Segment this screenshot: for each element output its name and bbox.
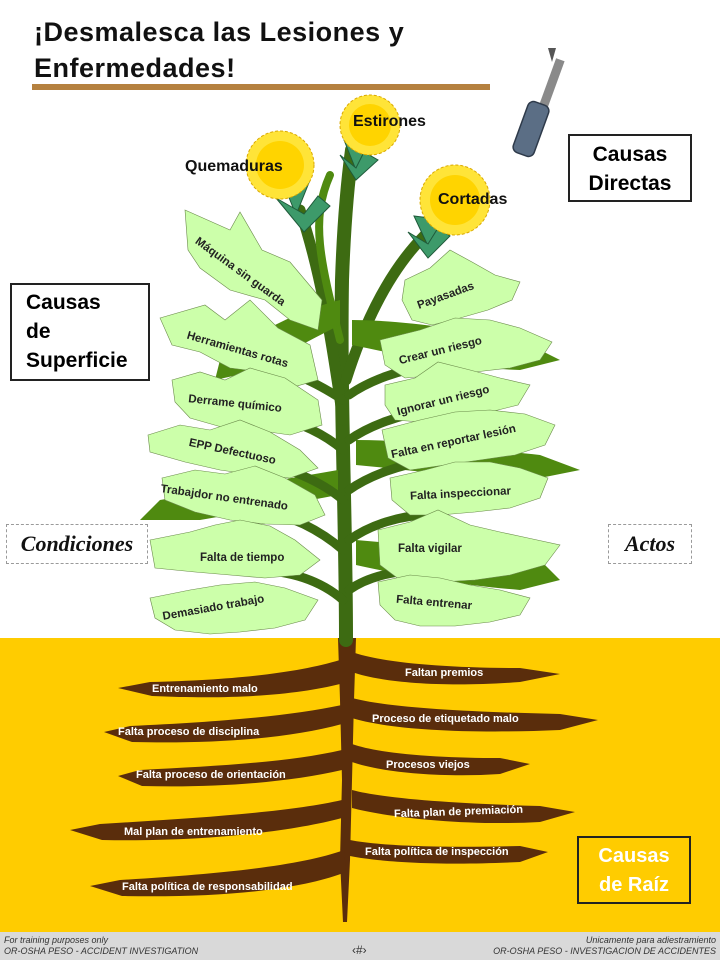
leaf-left-4 (147, 419, 319, 479)
root-left-label: Falta proceso de orientación (136, 769, 286, 781)
footer-bar (0, 932, 720, 960)
title-underline (32, 84, 490, 90)
flower-cuts (407, 164, 491, 259)
footer-left: For training purposes only OR-OSHA PESO … (4, 935, 199, 956)
root-left-label: Mal plan de entrenamiento (124, 826, 263, 838)
leaf-right-4 (381, 409, 556, 471)
roots (70, 638, 598, 922)
leaf-left-2 (159, 299, 319, 389)
flower-label-burns: Quemaduras (185, 158, 283, 175)
direct-causes-box: Causas Directas (568, 134, 692, 202)
left-leaves (147, 209, 326, 635)
root-left-label: Falta proceso de disciplina (118, 726, 260, 738)
page-title: ¡Desmalesca las Lesiones y Enfermedades! (34, 17, 405, 83)
flower-label-cuts: Cortadas (438, 191, 508, 208)
root-causes-box: Causas de Raíz (577, 836, 691, 904)
root-right-label: Faltan premios (405, 667, 484, 679)
leaf-right-2 (379, 317, 553, 379)
acts-label: Actos (608, 524, 692, 564)
root-left-label: Falta política de responsabilidad (122, 881, 293, 893)
footer-right: Unicamente para adiestramiento OR-OSHA P… (493, 935, 716, 956)
flower-burns (245, 130, 331, 233)
conditions-label: Condiciones (6, 524, 148, 564)
flower-label-strains: Estirones (353, 113, 426, 130)
root-left-label: Entrenamiento malo (152, 683, 258, 695)
leaf-right-3 (384, 361, 531, 423)
leaf-left-1 (184, 209, 323, 331)
right-leaves (377, 249, 561, 627)
root-right-label: Falta política de inspección (365, 846, 509, 858)
flower-strains (339, 94, 401, 181)
page-number: ‹#› (352, 943, 367, 957)
leaf-left-label: Falta de tiempo (200, 552, 285, 564)
leaf-right-label: Falta vigilar (398, 543, 462, 555)
leaf-right-5 (389, 461, 549, 516)
root-right-label: Proceso de etiquetado malo (372, 713, 519, 725)
leaf-right-7 (377, 574, 531, 627)
leaf-left-3 (171, 367, 323, 436)
leaf-left-6 (149, 519, 321, 579)
leaf-left-5 (161, 465, 326, 526)
surface-causes-box: Causas de Superficie (10, 283, 150, 381)
leaf-left-7 (149, 581, 319, 635)
leaf-right-1 (401, 249, 521, 326)
root-right-label: Procesos viejos (386, 759, 470, 771)
weeding-tool-icon (512, 48, 565, 158)
